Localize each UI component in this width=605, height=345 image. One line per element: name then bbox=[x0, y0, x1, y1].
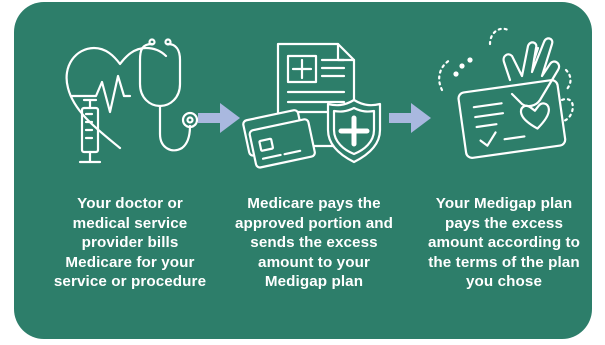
hand-card-heart-icon bbox=[438, 27, 574, 159]
step-2-caption: Medicare pays the approved portion and s… bbox=[234, 195, 394, 291]
step-1-caption: Your doctor or medical service provider … bbox=[53, 195, 207, 291]
step-3-caption: Your Medigap plan pays the excess amount… bbox=[427, 195, 581, 291]
arrow-right-icon bbox=[198, 103, 240, 133]
heart-stethoscope-syringe-icon bbox=[65, 38, 199, 164]
document-cards-shield-icon bbox=[242, 42, 382, 169]
arrow-right-icon bbox=[389, 103, 431, 133]
process-card: Your doctor or medical service provider … bbox=[14, 2, 592, 339]
